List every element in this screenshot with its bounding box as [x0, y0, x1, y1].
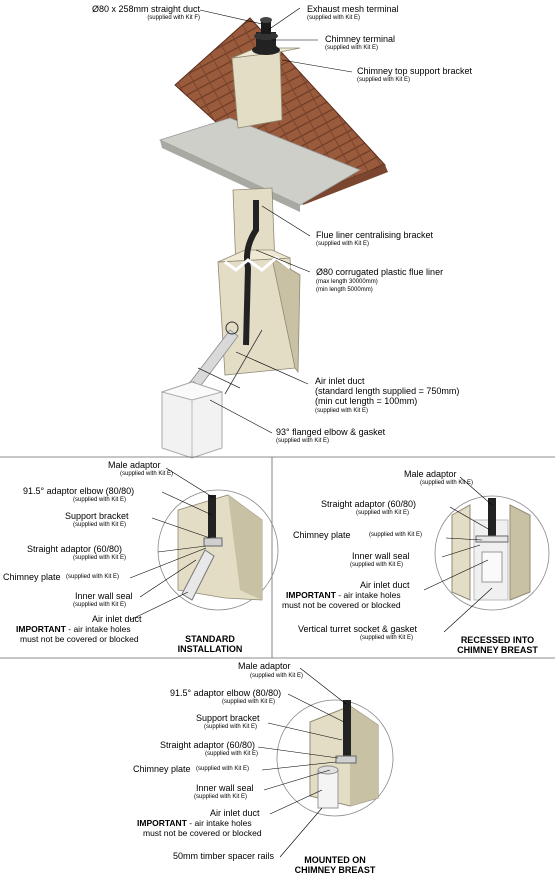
standard-detail	[157, 489, 279, 611]
exhaust-terminal-sub: (supplied with Kit E)	[307, 15, 361, 21]
flue-liner-label: Ø80 corrugated plastic flue liner	[316, 267, 444, 277]
mnt-elbow-sub: (supplied with Kit E)	[222, 699, 276, 705]
rec-turret-sub: (supplied with Kit E)	[360, 635, 414, 641]
flue-liner-max: (max length 30000mm)	[316, 279, 378, 285]
air-inlet-label: Air inlet duct	[315, 376, 365, 386]
mnt-male-label: Male adaptor	[238, 661, 291, 671]
mnt-chimney-plate-sub: (supplied with Kit E)	[196, 766, 250, 772]
chimney-terminal-label: Chimney terminal	[325, 34, 396, 44]
std-chimney-plate-label: Chimney plate	[3, 572, 61, 582]
straight-duct-sub: (supplied with Kit F)	[147, 15, 200, 21]
appliance	[160, 381, 224, 459]
chimney-breast	[217, 187, 301, 376]
rec-important-line2: must not be covered or blocked	[282, 600, 401, 610]
air-inlet-sub: (supplied with Kit E)	[315, 408, 369, 414]
mnt-elbow-label: 91.5° adaptor elbow (80/80)	[170, 688, 282, 698]
mnt-support-sub: (supplied with Kit E)	[204, 724, 258, 730]
flue-liner	[243, 200, 259, 346]
rec-important-line1: IMPORTANT - air intake holes	[286, 590, 401, 600]
air-inlet-min: (min cut length = 100mm)	[315, 396, 418, 406]
rec-inner-seal-sub: (supplied with Kit E)	[350, 562, 404, 568]
rec-inner-seal-label: Inner wall seal	[352, 551, 410, 561]
mnt-inner-seal-sub: (supplied with Kit E)	[194, 794, 248, 800]
rec-male-label: Male adaptor	[404, 469, 457, 479]
rec-straight-label: Straight adaptor (60/80)	[321, 499, 417, 509]
mnt-air-inlet-label: Air inlet duct	[210, 808, 260, 818]
std-male-label: Male adaptor	[108, 460, 161, 470]
std-inner-seal-label: Inner wall seal	[75, 591, 133, 601]
mnt-important-line2: must not be covered or blocked	[143, 828, 262, 838]
std-important-line1: IMPORTANT - air intake holes	[16, 624, 131, 634]
rec-air-inlet-label: Air inlet duct	[360, 580, 410, 590]
exhaust-terminal-label: Exhaust mesh terminal	[307, 4, 399, 14]
centralising-bracket-label: Flue liner centralising bracket	[316, 230, 434, 240]
std-male-sub: (supplied with Kit E)	[120, 471, 174, 477]
std-elbow-sub: (supplied with Kit E)	[73, 497, 127, 503]
mnt-chimney-plate-label: Chimney plate	[133, 764, 191, 774]
mnt-spacer-label: 50mm timber spacer rails	[173, 851, 275, 861]
top-bracket-label: Chimney top support bracket	[357, 66, 473, 76]
leader-lines	[129, 7, 493, 858]
mounted-detail	[276, 699, 394, 817]
std-support-label: Support bracket	[65, 511, 129, 521]
std-straight-sub: (supplied with Kit E)	[73, 555, 127, 561]
rec-chimney-plate-label: Chimney plate	[293, 530, 351, 540]
recessed-detail	[434, 495, 550, 611]
mnt-male-sub: (supplied with Kit E)	[250, 673, 304, 679]
rec-male-sub: (supplied with Kit E)	[420, 480, 474, 486]
std-straight-label: Straight adaptor (60/80)	[27, 544, 123, 554]
mnt-important-line1: IMPORTANT - air intake holes	[137, 818, 252, 828]
top-bracket-sub: (supplied with Kit E)	[357, 77, 411, 83]
std-chimney-plate-sub: (supplied with Kit E)	[66, 574, 120, 580]
rec-chimney-plate-sub: (supplied with Kit E)	[369, 532, 423, 538]
elbow-sub: (supplied with Kit E)	[276, 438, 330, 444]
air-inlet-std: (standard length supplied = 750mm)	[315, 386, 460, 396]
elbow-label: 93° flanged elbow & gasket	[276, 427, 386, 437]
centralising-bracket-sub: (supplied with Kit E)	[316, 241, 370, 247]
mnt-straight-label: Straight adaptor (60/80)	[160, 740, 256, 750]
chimney-terminal-sub: (supplied with Kit E)	[325, 45, 379, 51]
std-important-line2: must not be covered or blocked	[20, 634, 139, 644]
flue-liner-min: (min length 5000mm)	[316, 287, 373, 293]
mnt-straight-sub: (supplied with Kit E)	[205, 751, 259, 757]
std-elbow-label: 91.5° adaptor elbow (80/80)	[23, 486, 135, 496]
std-inner-seal-sub: (supplied with Kit E)	[73, 602, 127, 608]
mnt-inner-seal-label: Inner wall seal	[196, 783, 254, 793]
std-air-inlet-label: Air inlet duct	[92, 614, 142, 624]
rec-straight-sub: (supplied with Kit E)	[356, 510, 410, 516]
chimney-terminal	[252, 17, 280, 55]
straight-duct-label: Ø80 x 258mm straight duct	[91, 4, 200, 14]
std-support-sub: (supplied with Kit E)	[73, 522, 127, 528]
rec-turret-label: Vertical turret socket & gasket	[298, 624, 418, 634]
mnt-support-label: Support bracket	[196, 713, 260, 723]
